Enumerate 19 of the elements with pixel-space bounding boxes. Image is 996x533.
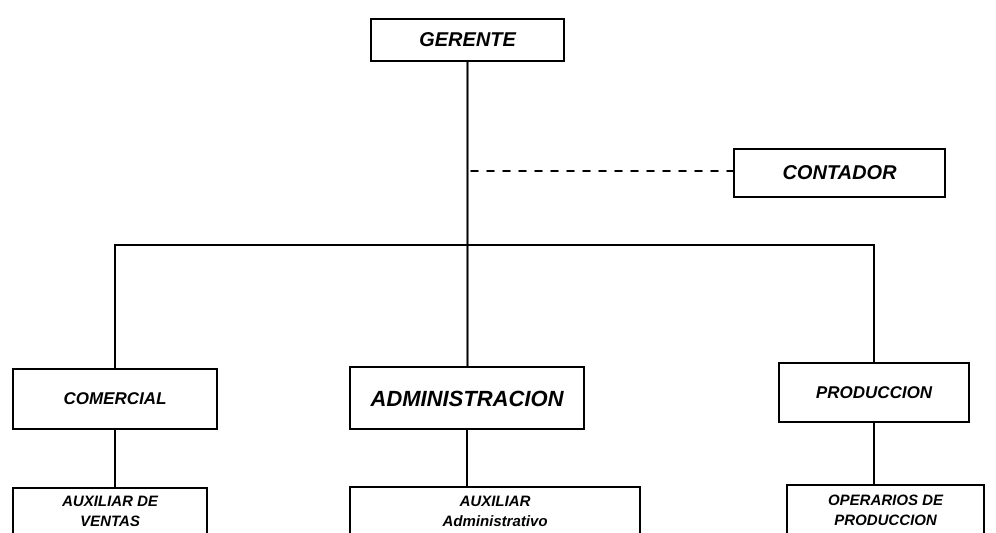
role-label: GERENTE xyxy=(419,28,516,53)
role-label: AUXILIAR Administrativo xyxy=(441,492,548,532)
role-label: AUXILIAR DE VENTAS xyxy=(61,492,160,532)
role-label: OPERARIOS DE PRODUCCION xyxy=(826,490,944,530)
role-label: PRODUCCION xyxy=(816,382,932,404)
role-label: COMERCIAL xyxy=(64,388,166,410)
org-box xyxy=(778,362,970,423)
org-box xyxy=(733,148,946,198)
org-box xyxy=(349,486,641,533)
org-box xyxy=(349,366,585,430)
org-box xyxy=(12,487,208,533)
role-label: ADMINISTRACION xyxy=(370,384,564,412)
connector-line xyxy=(114,430,116,487)
connector-line xyxy=(466,430,468,486)
org-box xyxy=(786,484,985,533)
connector-line xyxy=(873,423,875,484)
role-label: CONTADOR xyxy=(782,161,897,186)
org-box xyxy=(12,368,218,430)
org-box xyxy=(370,18,565,62)
